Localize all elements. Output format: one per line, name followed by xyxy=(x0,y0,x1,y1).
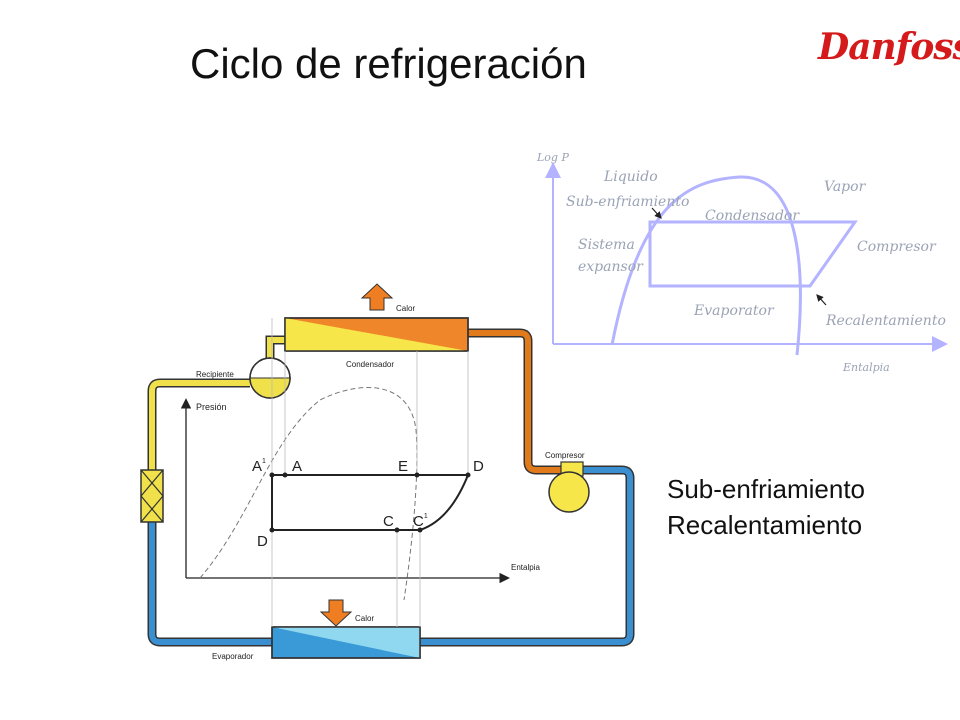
condenser xyxy=(284,317,469,352)
side-label-recalentamiento: Recalentamiento xyxy=(667,510,863,540)
point-d-bottom: D xyxy=(257,533,268,550)
label-condensador: Condensador xyxy=(705,208,800,224)
danfoss-logo: Danfoss xyxy=(818,18,960,78)
calor-top-label: Calor xyxy=(396,304,415,313)
point-c1: C1 xyxy=(413,513,428,530)
compressor xyxy=(548,461,590,513)
point-c: C xyxy=(383,513,394,530)
label-liquido: Liquido xyxy=(603,169,658,185)
evaporator xyxy=(271,626,421,659)
ph-x-axis-label: Entalpia xyxy=(842,361,890,374)
presion-label: Presión xyxy=(196,402,227,412)
schematic-dome xyxy=(199,387,418,601)
saturation-dome xyxy=(610,175,802,356)
expansion-valve xyxy=(140,469,164,523)
recipient-tank xyxy=(249,357,291,399)
entalpia-label: Entalpia xyxy=(511,563,540,572)
label-sistema: Sistema xyxy=(578,237,635,253)
point-d-top: D xyxy=(473,458,484,475)
logo-text: Danfoss xyxy=(818,26,960,68)
page-title: Ciclo de refrigeración xyxy=(190,40,587,87)
label-recalentamiento: Recalentamiento xyxy=(825,313,946,329)
condensador-label: Condensador xyxy=(346,360,394,369)
label-expansor: expansor xyxy=(578,259,644,275)
label-subenfriamiento: Sub-enfriamiento xyxy=(566,194,689,210)
calor-bottom-label: Calor xyxy=(355,614,374,623)
point-a: A xyxy=(292,458,302,475)
evaporator-inlet-pipe xyxy=(147,522,272,647)
point-e: E xyxy=(398,458,408,475)
suction-pipe xyxy=(420,465,635,647)
recipiente-label: Recipiente xyxy=(196,370,234,379)
hot-gas-pipe xyxy=(468,328,568,475)
heat-in-arrow xyxy=(319,599,353,627)
label-compresor: Compresor xyxy=(857,239,937,255)
ph-cycle xyxy=(648,220,858,288)
compresor-label: Compresor xyxy=(545,451,585,460)
point-a1: A1 xyxy=(252,458,266,475)
evaporador-label: Evaporador xyxy=(212,652,254,661)
recalentamiento-arrow xyxy=(816,294,827,306)
label-vapor: Vapor xyxy=(824,179,867,195)
subenfriamiento-arrow xyxy=(651,207,662,219)
cycle-points xyxy=(269,472,471,533)
side-label-subenfriamiento: Sub-enfriamiento xyxy=(667,474,865,504)
heat-out-arrow xyxy=(360,283,394,311)
ph-y-axis-label: Log P xyxy=(536,151,569,164)
schematic-cycle xyxy=(271,474,470,531)
label-evaporator: Evaporator xyxy=(693,303,775,319)
